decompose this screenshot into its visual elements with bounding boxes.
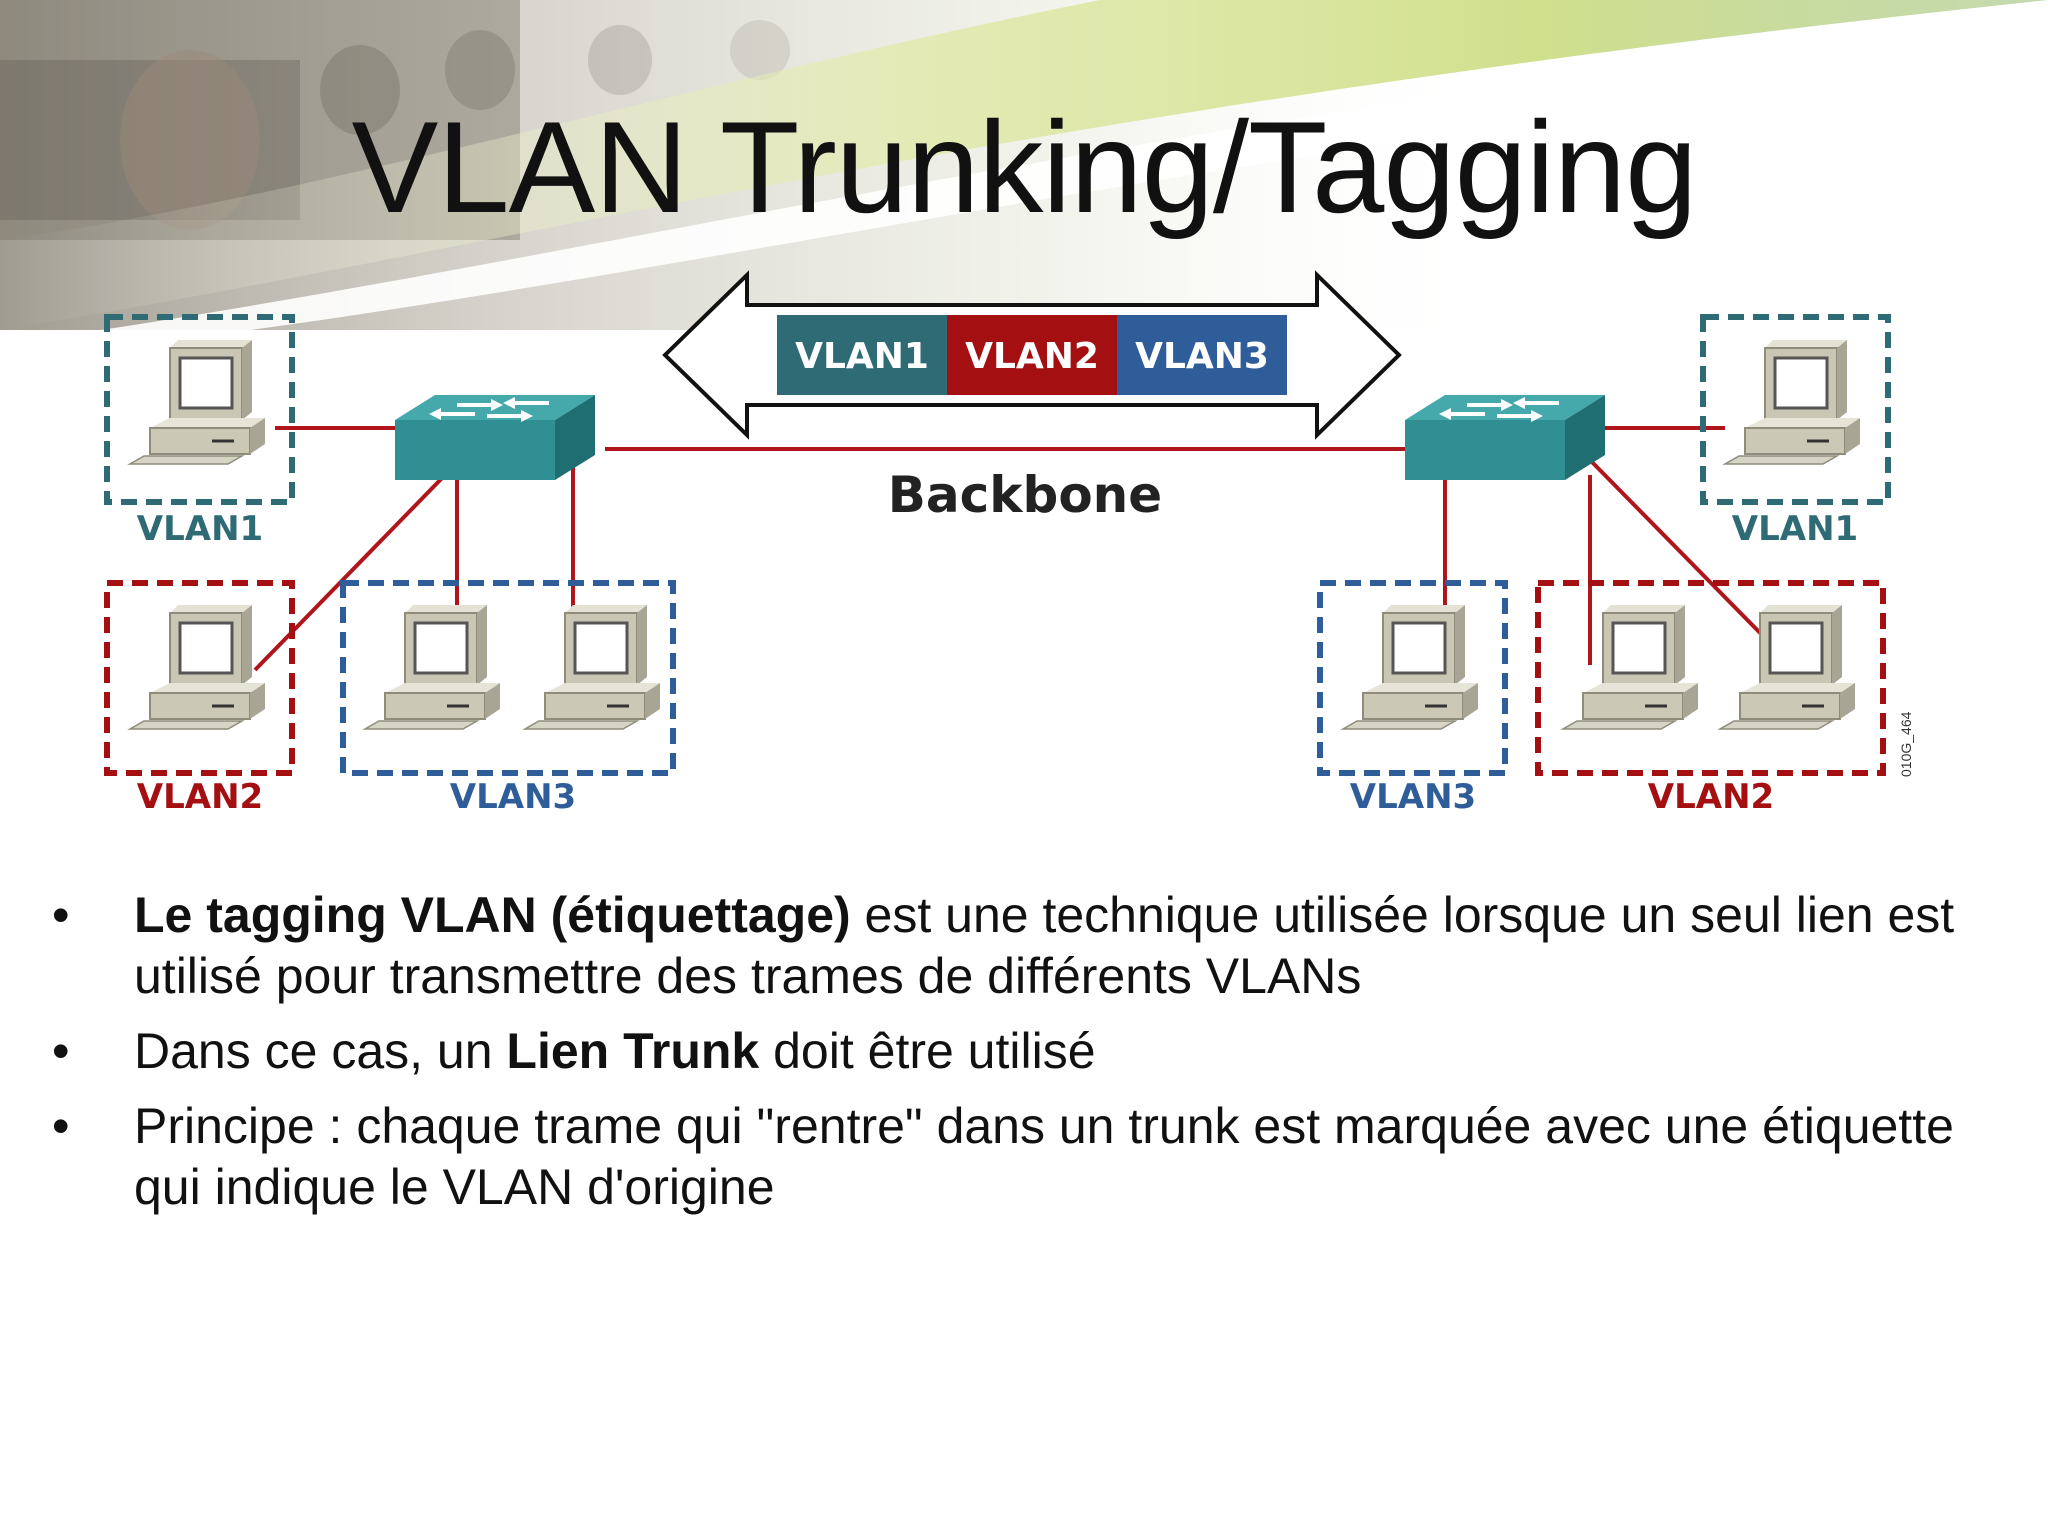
- pc-left-vlan3-a: [363, 603, 502, 731]
- green-swoosh: [0, 0, 2048, 330]
- network-links: [253, 426, 1772, 672]
- bullet-glyph: •: [52, 887, 70, 943]
- pc-right-vlan1: [1723, 338, 1862, 466]
- left-vlan2-label: VLAN2: [137, 777, 263, 817]
- slide-title: VLAN Trunking/Tagging: [351, 94, 1698, 240]
- tag-segment-vlan3: [1117, 315, 1287, 395]
- bullet-2-text: doit être utilisé: [759, 1023, 1096, 1079]
- pc-right-vlan2-b: [1718, 603, 1857, 731]
- tag-label-vlan3: VLAN3: [1135, 336, 1269, 377]
- tag-label-vlan2: VLAN2: [965, 336, 1099, 377]
- vlan-trunk-diagram: VLAN1 VLAN2 VLAN3 Backbone VLAN1 VLAN2 V…: [104, 270, 1914, 817]
- switch-left: [395, 395, 595, 480]
- pc-right-vlan3: [1341, 603, 1480, 731]
- right-vlan3-group: [1317, 580, 1508, 776]
- right-vlan1-label: VLAN1: [1732, 509, 1858, 549]
- right-vlan2-label: VLAN2: [1648, 777, 1774, 817]
- tag-segment-vlan2: [947, 315, 1117, 395]
- bullet-2-bold: Lien Trunk: [506, 1023, 760, 1079]
- left-vlan2-group: [104, 580, 295, 776]
- bullet-3-text: Principe : chaque trame qui "rentre" dan…: [134, 1098, 1954, 1215]
- pc-left-vlan2: [128, 603, 267, 731]
- pc-left-vlan3-b: [523, 603, 662, 731]
- switch-right: [1405, 395, 1605, 480]
- bullet-item: • Principe : chaque trame qui "rentre" d…: [52, 1096, 2027, 1218]
- pc-right-vlan2-a: [1561, 603, 1700, 731]
- backbone-label: Backbone: [888, 466, 1162, 524]
- right-vlan2-group: [1535, 580, 1886, 776]
- left-vlan1-label: VLAN1: [137, 509, 263, 549]
- tag-label-vlan1: VLAN1: [795, 336, 929, 377]
- bullet-item: • Dans ce cas, un Lien Trunk doit être u…: [52, 1021, 2027, 1082]
- bullet-1-bold: Le tagging VLAN (étiquettage): [134, 887, 851, 943]
- right-vlan1-group: [1700, 314, 1891, 505]
- left-vlan3-label: VLAN3: [450, 777, 576, 817]
- bullet-glyph: •: [52, 1023, 70, 1079]
- bullet-2-pre: Dans ce cas, un: [134, 1023, 507, 1079]
- tag-segment-vlan1: [777, 315, 947, 395]
- bullet-list: • Le tagging VLAN (étiquettage) est une …: [52, 885, 2027, 1232]
- left-vlan1-group: [104, 314, 295, 505]
- figure-code: 010G_464: [1898, 711, 1914, 777]
- right-vlan3-label: VLAN3: [1350, 777, 1476, 817]
- bullet-glyph: •: [52, 1098, 70, 1154]
- left-vlan3-group: [340, 580, 676, 776]
- bullet-item: • Le tagging VLAN (étiquettage) est une …: [52, 885, 2027, 1007]
- pc-left-vlan1: [128, 338, 267, 466]
- header-banner: [0, 0, 2048, 360]
- bullet-1-text: est une technique utilisée lorsque un se…: [134, 887, 1955, 1004]
